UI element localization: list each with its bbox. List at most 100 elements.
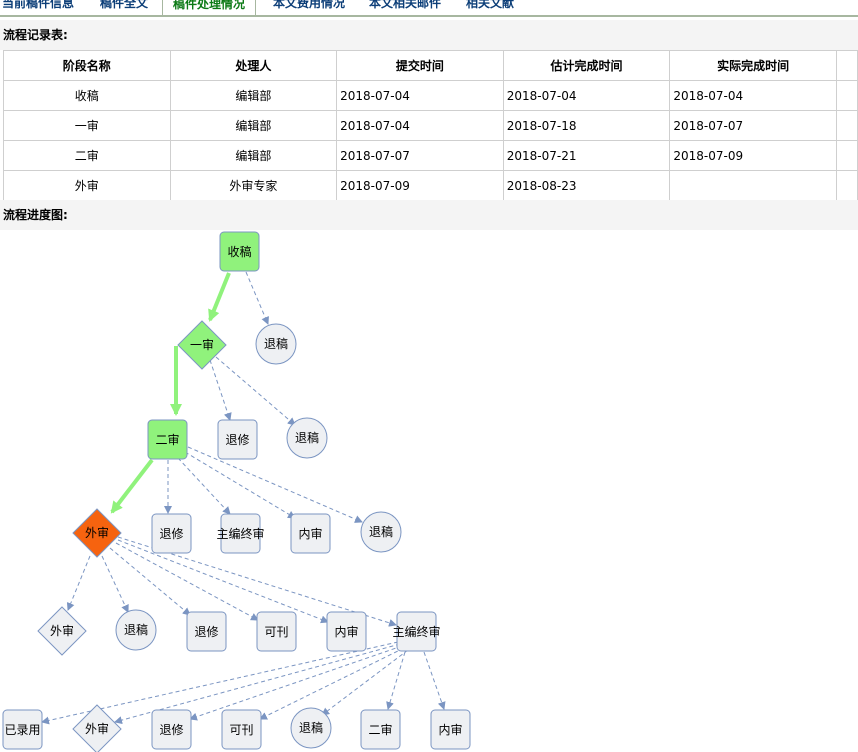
- cell-submit-time: 2018-07-09: [336, 170, 504, 201]
- record-table-title: 流程记录表:: [0, 20, 858, 50]
- cell-handler: 编辑部: [169, 110, 338, 141]
- edge-completed: [208, 272, 231, 322]
- cell-stage: 二审: [3, 140, 171, 171]
- edge: [209, 359, 232, 421]
- tab-bar: 当前稿件信息 稿件全文 稿件处理情况 本文费用情况 本文相关邮件 相关文献: [0, 0, 858, 17]
- cell-extra: [836, 80, 858, 111]
- cell-handler: 外审专家: [169, 170, 338, 201]
- edge: [245, 271, 269, 325]
- cell-actual-time: 2018-07-09: [669, 140, 837, 171]
- flow-nodes: 收稿 一审 退稿 二审 退修 退稿 外审 退修: [2, 231, 471, 752]
- cell-actual-time: 2018-07-04: [669, 80, 837, 111]
- tab-full-text[interactable]: 稿件全文: [100, 0, 149, 10]
- tab-fee-info[interactable]: 本文费用情况: [273, 0, 346, 10]
- node-internal-review: 内审: [430, 709, 471, 750]
- node-label: 外审: [50, 623, 74, 638]
- node-publishable: 可刊: [221, 709, 262, 750]
- cell-actual-time: [669, 170, 837, 201]
- cell-stage: 一审: [3, 110, 171, 141]
- node-chief-final-review: 主编终审: [216, 513, 265, 554]
- cell-estimated-time: 2018-07-04: [502, 80, 671, 111]
- table-row: 二审 编辑部 2018-07-07 2018-07-21 2018-07-09: [3, 140, 858, 171]
- node-label: 退修: [225, 432, 249, 447]
- col-header-extra: [836, 50, 858, 81]
- node-label: 外审: [85, 721, 109, 736]
- process-flow-diagram: 收稿 一审 退稿 二审 退修 退稿 外审 退修: [2, 231, 471, 752]
- node-external-review: 外审: [37, 606, 87, 656]
- edge: [321, 649, 409, 716]
- node-label: 退稿: [299, 720, 323, 735]
- node-label: 二审: [368, 722, 392, 737]
- node-label: 退修: [194, 624, 218, 639]
- edge: [117, 539, 329, 624]
- edge: [66, 555, 91, 611]
- table-row: 外审 外审专家 2018-07-09 2018-08-23: [3, 170, 858, 201]
- table-row: 收稿 编辑部 2018-07-04 2018-07-04 2018-07-04: [3, 80, 858, 111]
- completed-path: [110, 272, 231, 514]
- tab-related-literature[interactable]: 相关文献: [466, 0, 515, 10]
- cell-handler: 编辑部: [169, 140, 338, 171]
- node-label: 主编终审: [392, 624, 440, 639]
- node-label: 内审: [438, 722, 462, 737]
- cell-submit-time: 2018-07-04: [336, 110, 504, 141]
- node-label: 主编终审: [216, 526, 264, 541]
- table-header-row: 阶段名称 处理人 提交时间 估计完成时间 实际完成时间: [3, 50, 858, 81]
- cell-stage: 收稿: [3, 80, 171, 111]
- node-reject: 退稿: [286, 417, 328, 459]
- cell-submit-time: 2018-07-04: [336, 80, 504, 111]
- cell-estimated-time: 2018-07-18: [502, 110, 671, 141]
- node-received: 收稿: [219, 231, 260, 272]
- cell-handler: 编辑部: [169, 80, 338, 111]
- node-label: 退稿: [369, 524, 393, 539]
- node-second-review: 二审: [147, 419, 188, 460]
- node-reject: 退稿: [360, 511, 402, 553]
- flow-edges: [41, 271, 446, 725]
- node-internal-review: 内审: [290, 513, 331, 554]
- node-external-review-current: 外审: [72, 508, 122, 558]
- col-header-handler: 处理人: [169, 50, 338, 81]
- node-label: 收稿: [227, 244, 251, 259]
- node-revise: 退修: [151, 709, 192, 750]
- tab-manuscript-info[interactable]: 当前稿件信息: [2, 0, 75, 10]
- node-label: 退稿: [124, 622, 148, 637]
- cell-actual-time: 2018-07-07: [669, 110, 837, 141]
- edge: [184, 451, 296, 519]
- node-first-review: 一审: [177, 320, 227, 370]
- node-label: 退修: [159, 526, 183, 541]
- node-publishable: 可刊: [256, 611, 297, 652]
- process-record-table: 阶段名称 处理人 提交时间 估计完成时间 实际完成时间 收稿 编辑部 2018-…: [3, 50, 858, 201]
- edge: [177, 457, 231, 515]
- node-internal-review: 内审: [326, 611, 367, 652]
- node-external-review: 外审: [72, 704, 122, 752]
- node-reject: 退稿: [255, 323, 297, 365]
- edge-completed: [110, 458, 154, 514]
- tab-processing-status[interactable]: 稿件处理情况: [162, 0, 257, 15]
- edge: [259, 647, 405, 720]
- edge: [114, 643, 401, 725]
- node-label: 内审: [298, 526, 322, 541]
- node-accepted: 已录用: [2, 709, 43, 750]
- node-label: 退修: [159, 722, 183, 737]
- progress-chart-title: 流程进度图:: [0, 200, 858, 230]
- cell-extra: [836, 110, 858, 141]
- col-header-submit-time: 提交时间: [336, 50, 504, 81]
- edge: [386, 651, 406, 710]
- node-label: 退稿: [295, 430, 319, 445]
- cell-stage: 外审: [3, 170, 171, 201]
- node-reject: 退稿: [115, 609, 157, 651]
- col-header-actual-time: 实际完成时间: [669, 50, 837, 81]
- tab-related-mail[interactable]: 本文相关邮件: [369, 0, 442, 10]
- node-label: 内审: [334, 624, 358, 639]
- node-label: 一审: [190, 337, 214, 352]
- node-revise: 退修: [186, 611, 227, 652]
- node-revise: 退修: [217, 419, 258, 460]
- col-header-estimated-time: 估计完成时间: [502, 50, 671, 81]
- cell-submit-time: 2018-07-07: [336, 140, 504, 171]
- node-reject: 退稿: [290, 707, 332, 749]
- edge: [423, 651, 446, 710]
- node-label: 二审: [155, 432, 179, 447]
- node-label: 已录用: [4, 723, 40, 737]
- edge: [189, 645, 403, 721]
- node-label: 退稿: [264, 336, 288, 351]
- col-header-stage: 阶段名称: [3, 50, 171, 81]
